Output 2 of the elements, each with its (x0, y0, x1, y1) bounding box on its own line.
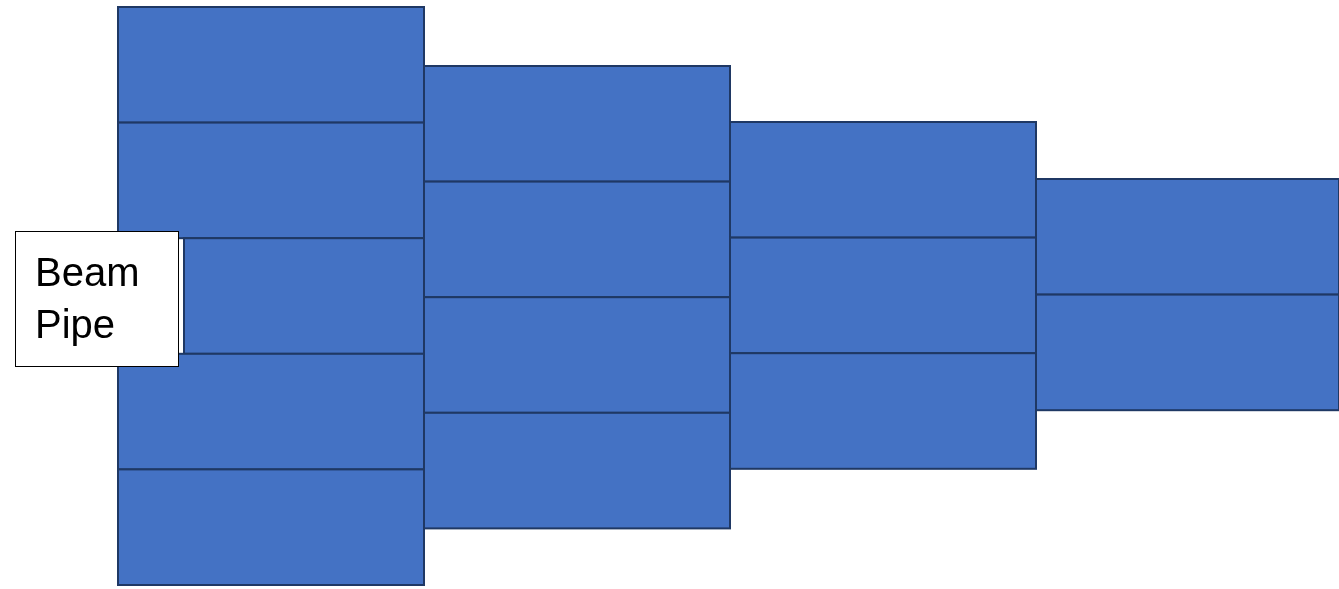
label-box (15, 231, 179, 367)
label-text: Beam Pipe (35, 249, 141, 348)
